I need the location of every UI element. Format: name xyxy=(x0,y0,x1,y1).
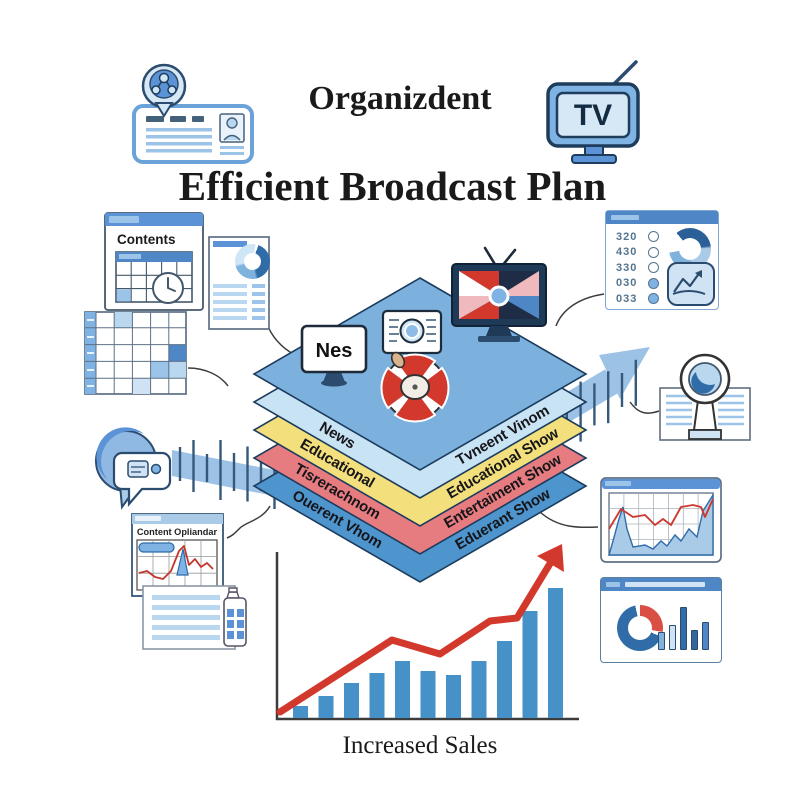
photo-chart-icon xyxy=(667,262,715,306)
broadcast-tv-icon xyxy=(451,246,547,342)
sales-chart xyxy=(275,544,579,721)
brand-title: Organizdent xyxy=(308,80,492,117)
report-donut-chart xyxy=(235,244,270,279)
news-monitor-label: Nes xyxy=(316,340,353,362)
contents-calendar-icon: Contents xyxy=(104,212,204,311)
content-planner-label: Content Opliandar xyxy=(137,527,218,537)
sales-bar xyxy=(446,675,461,718)
sales-bar xyxy=(369,673,385,718)
chat-audience-icon xyxy=(95,427,172,510)
news-monitor-icon: Nes xyxy=(300,324,368,387)
mini-bar xyxy=(669,625,676,650)
stat-row: 430 xyxy=(616,245,659,261)
stat-dot xyxy=(648,262,659,274)
sales-bar xyxy=(293,706,308,718)
camera-monitor-icon xyxy=(381,309,443,365)
stat-row: 030 xyxy=(616,276,659,292)
sales-bar xyxy=(522,611,538,718)
stats-panel-titlebar xyxy=(606,211,718,224)
sales-bar xyxy=(318,696,334,718)
stat-value: 330 xyxy=(616,261,638,274)
mini-bar-chart xyxy=(658,604,709,650)
sales-chart-title: Increased Sales xyxy=(342,732,498,759)
schedule-grid-icon xyxy=(84,311,187,395)
mini-bar xyxy=(702,622,709,650)
report-document-icon xyxy=(208,236,270,330)
stat-dot xyxy=(648,293,659,305)
stat-dot xyxy=(648,231,659,243)
sales-bars xyxy=(293,588,563,718)
line-chart-panel-icon xyxy=(600,477,722,563)
donut-chart xyxy=(617,605,663,651)
magnifier-document-icon xyxy=(659,353,751,441)
titlebar-chip xyxy=(606,582,620,587)
titlebar-chip-long xyxy=(625,582,705,587)
stat-value: 320 xyxy=(616,230,638,243)
stat-dot xyxy=(648,246,659,258)
stat-value: 030 xyxy=(616,277,638,290)
content-planner-icon: Content Opliandar xyxy=(131,513,224,597)
sales-bar xyxy=(497,641,512,718)
sales-axes xyxy=(275,552,579,721)
tv-pinwheel-screen xyxy=(459,271,539,319)
donut-bars-panel-icon xyxy=(600,577,722,663)
mini-bar xyxy=(658,632,665,650)
stat-row: 330 xyxy=(616,260,659,276)
tv-icon-label: TV xyxy=(574,99,612,132)
stats-panel-icon: 320 430 330 030 033 xyxy=(605,210,719,310)
sales-trend-arrowhead xyxy=(537,544,564,572)
sales-trend-arrow xyxy=(276,558,555,716)
mini-bar xyxy=(680,607,687,650)
speaker-pinwheel-icon xyxy=(380,351,450,423)
titlebar-chip xyxy=(611,215,639,220)
contents-label: Contents xyxy=(117,232,176,247)
page-title: Efficient Broadcast Plan xyxy=(178,163,607,209)
stat-dot xyxy=(648,277,659,289)
sales-bar xyxy=(395,661,410,718)
bottle-document-icon xyxy=(142,585,247,650)
donut-bars-titlebar xyxy=(601,578,721,591)
stat-value: 430 xyxy=(616,246,638,259)
stats-rows: 320 430 330 030 033 xyxy=(616,229,659,307)
stat-row: 320 xyxy=(616,229,659,245)
sales-bar xyxy=(471,661,487,718)
sales-bar xyxy=(548,588,563,718)
mini-bar xyxy=(691,630,698,650)
sales-bar xyxy=(420,671,436,718)
stat-value: 033 xyxy=(616,292,638,305)
sales-bar xyxy=(344,683,359,718)
id-card-icon xyxy=(132,63,254,164)
stat-row: 033 xyxy=(616,291,659,307)
tv-icon: TV xyxy=(546,60,640,164)
